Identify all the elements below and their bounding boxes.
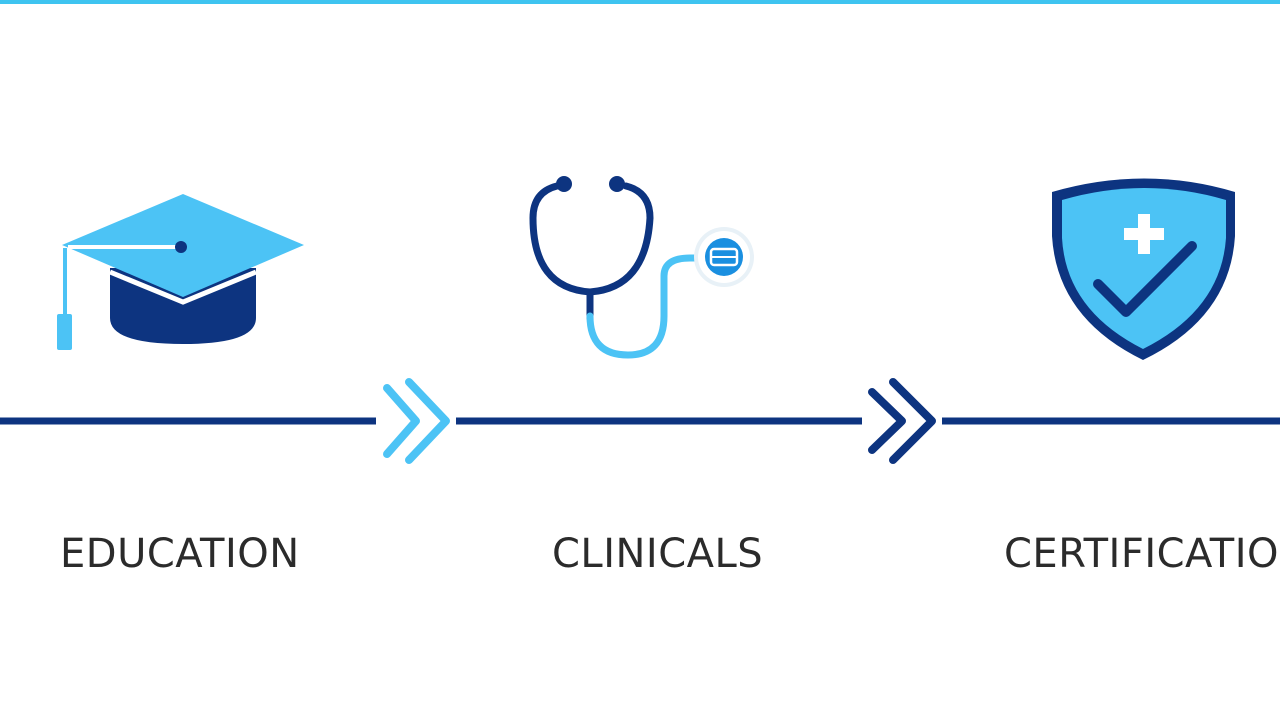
double-chevron-right-icon (376, 378, 456, 464)
step-label-clinicals: CLINICALS (552, 531, 764, 577)
step-label-education: EDUCATION (60, 531, 300, 577)
step-label-certification: CERTIFICATION (1004, 531, 1280, 577)
top-accent-bar (0, 0, 1280, 4)
double-chevron-right-icon (862, 378, 942, 464)
shield-check-icon (1052, 178, 1235, 360)
stethoscope-icon (529, 176, 754, 359)
graduation-cap-icon (57, 194, 304, 350)
